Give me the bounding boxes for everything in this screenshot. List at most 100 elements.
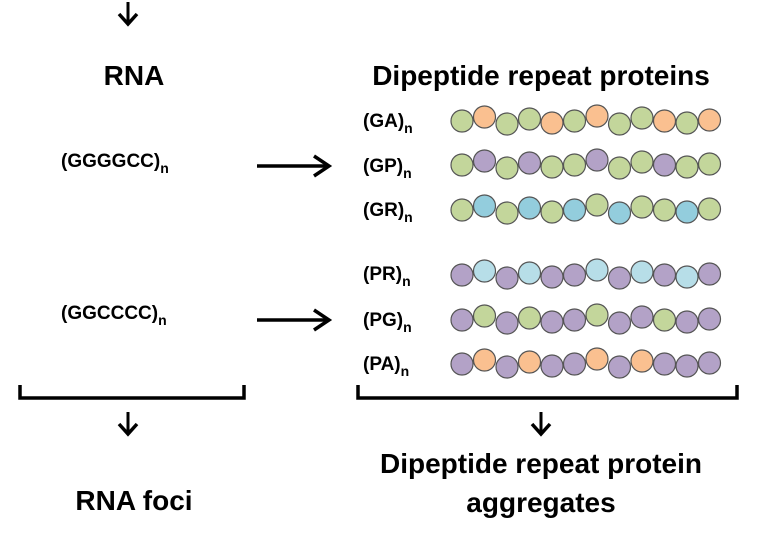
bead-p	[450, 352, 474, 376]
bead-g	[540, 155, 564, 179]
dpr-label-pa: (PA)n	[363, 354, 409, 379]
bead-a	[472, 348, 497, 372]
bead-a	[652, 109, 677, 133]
bead-a	[540, 111, 564, 135]
bead-a	[585, 347, 609, 371]
bead-p	[540, 310, 564, 334]
bead-g	[675, 155, 699, 179]
bead-r	[562, 198, 587, 222]
bead-p	[652, 263, 677, 287]
bead-r-light	[472, 259, 497, 283]
bead-g	[562, 153, 587, 177]
bead-p	[495, 355, 519, 379]
bead-g	[697, 197, 722, 221]
bead-p	[562, 308, 587, 332]
antisense-repeat-label: (GGCCCC)n	[61, 303, 167, 328]
bead-a	[697, 108, 722, 132]
bead-p	[585, 148, 609, 172]
bead-a	[517, 350, 542, 374]
antisense-arrow	[257, 308, 333, 332]
bead-g	[675, 111, 699, 135]
aggregates-heading-line2: aggregates	[466, 487, 615, 518]
bead-p	[562, 352, 587, 376]
bead-p	[697, 307, 722, 331]
bead-chain-pr	[450, 258, 722, 290]
rna-foci-heading: RNA foci	[75, 485, 192, 516]
dpr-label-ga: (GA)n	[363, 111, 413, 136]
bead-g	[630, 106, 654, 130]
bead-p	[607, 311, 632, 335]
bead-chain-gr	[450, 193, 722, 225]
bead-p	[450, 263, 474, 287]
bead-g	[630, 195, 654, 219]
bead-g	[652, 198, 677, 222]
bead-p	[540, 354, 564, 378]
bead-a	[585, 104, 609, 128]
bead-p	[450, 308, 474, 332]
top-down-arrow	[117, 2, 139, 27]
bead-g	[495, 156, 519, 180]
bead-g	[585, 303, 609, 327]
bead-p	[562, 263, 587, 287]
bead-p	[607, 266, 632, 290]
bead-p	[517, 151, 542, 175]
rna-heading: RNA	[104, 60, 165, 91]
bead-r	[607, 201, 632, 225]
bead-g	[697, 152, 722, 176]
bead-p	[630, 305, 654, 329]
bead-p	[607, 355, 632, 379]
bead-r	[472, 194, 497, 218]
bead-g	[495, 112, 519, 136]
left-bracket	[18, 385, 246, 400]
bead-p	[652, 352, 677, 376]
bead-g	[607, 156, 632, 180]
bead-r-light	[675, 265, 699, 289]
dpr-label-pg: (PG)n	[363, 310, 412, 335]
bead-g	[517, 107, 542, 131]
bead-g	[450, 153, 474, 177]
bead-chain-gp	[450, 148, 722, 180]
bead-g	[585, 193, 609, 217]
bead-g	[450, 198, 474, 222]
bead-r-light	[517, 261, 542, 285]
bead-p	[472, 149, 497, 173]
bead-p	[675, 310, 699, 334]
bead-a	[472, 105, 497, 129]
bead-g	[630, 150, 654, 174]
aggregates-heading-line1: Dipeptide repeat protein	[380, 448, 702, 479]
bead-p	[495, 266, 519, 290]
bead-chain-pa	[450, 347, 722, 379]
bead-r	[517, 196, 542, 220]
dpr-heading: Dipeptide repeat proteins	[372, 60, 710, 91]
bead-g	[495, 201, 519, 225]
bead-g	[652, 308, 677, 332]
bead-g	[517, 306, 542, 330]
bead-r-light	[585, 258, 609, 282]
bead-p	[675, 354, 699, 378]
sense-repeat-label: (GGGGCC)n	[61, 151, 169, 176]
bead-g	[450, 109, 474, 133]
sense-arrow	[257, 154, 333, 178]
bead-g	[472, 304, 497, 328]
bead-chain-pg	[450, 303, 722, 335]
left-down-arrow	[117, 412, 139, 437]
bead-chain-ga	[450, 104, 722, 136]
dpr-label-gr: (GR)n	[363, 200, 413, 225]
bead-p	[697, 351, 722, 375]
right-down-arrow	[530, 412, 552, 437]
bead-p	[697, 262, 722, 286]
bead-g	[562, 109, 587, 133]
bead-a	[630, 349, 654, 373]
bead-p	[652, 153, 677, 177]
bead-p	[495, 311, 519, 335]
bead-g	[607, 112, 632, 136]
bead-g	[540, 200, 564, 224]
bead-p	[540, 265, 564, 289]
dpr-label-gp: (GP)n	[363, 156, 412, 181]
bead-r	[675, 200, 699, 224]
bead-r-light	[630, 260, 654, 284]
dpr-label-pr: (PR)n	[363, 264, 411, 289]
right-bracket	[356, 385, 739, 400]
